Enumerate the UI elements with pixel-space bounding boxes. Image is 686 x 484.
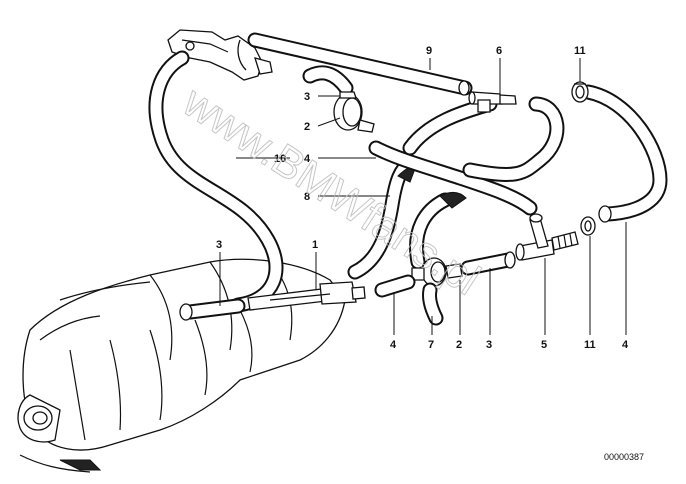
hose-9 — [247, 32, 473, 96]
callout-4-right: 4 — [622, 339, 629, 351]
hose-4-bottom — [374, 274, 416, 298]
top-bracket — [167, 29, 273, 81]
callout-3-top: 3 — [304, 91, 310, 103]
hose-3-bottom — [460, 251, 516, 276]
valve-1 — [247, 281, 366, 311]
hose-7 — [422, 282, 444, 326]
callout-6: 6 — [496, 45, 502, 57]
valve-2-top — [302, 65, 375, 133]
reference-number: 00000387 — [604, 452, 644, 462]
callout-9: 9 — [426, 45, 432, 57]
clamp-11-bottom — [580, 216, 596, 236]
callout-2-top: 2 — [304, 121, 310, 133]
hose-lower-center — [409, 191, 467, 270]
callout-7: 7 — [428, 339, 434, 351]
callout-labels: 9 6 11 3 2 10 4 8 3 1 4 7 2 3 5 11 4 — [216, 45, 629, 351]
hose-10 — [148, 50, 284, 313]
hose-4-right — [580, 84, 668, 223]
callout-5: 5 — [541, 339, 547, 351]
hose-4-mid — [368, 140, 538, 216]
valve-2-bottom — [411, 257, 463, 287]
callout-8: 8 — [304, 191, 310, 203]
callout-4-mid: 4 — [304, 153, 311, 165]
callout-4-bottom: 4 — [390, 339, 397, 351]
tee-5 — [515, 213, 579, 261]
tee-6 — [468, 91, 517, 113]
callout-3-left: 3 — [216, 239, 222, 251]
clamp-11-top — [571, 81, 589, 103]
callout-3-bottom: 3 — [486, 339, 492, 351]
leader-lines — [219, 58, 627, 335]
callout-11-top: 11 — [574, 45, 586, 57]
callout-10: 10 — [274, 153, 286, 165]
callout-2-bottom: 2 — [456, 339, 462, 351]
hose-3-left — [179, 298, 246, 321]
intake-manifold — [17, 258, 346, 473]
callout-11-bottom: 11 — [584, 339, 596, 351]
callout-1: 1 — [312, 239, 318, 251]
